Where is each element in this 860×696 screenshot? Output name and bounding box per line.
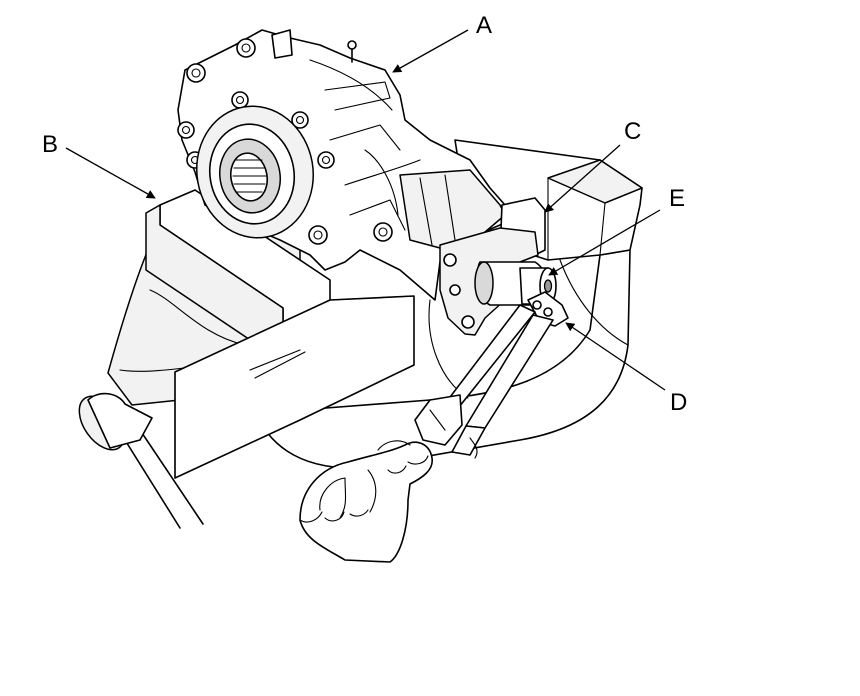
technician-hand (299, 440, 433, 563)
callout-a-label: A (476, 12, 492, 39)
transfer-assembly (177, 29, 521, 301)
callout-a: A (392, 12, 492, 73)
callout-b-label: B (42, 131, 58, 158)
slide-hammer-bar (451, 291, 569, 459)
callout-c: C (544, 118, 641, 213)
callout-e-label: E (669, 185, 685, 212)
callout-c-label: C (624, 118, 641, 145)
callout-d: D (565, 322, 687, 416)
callout-d-label: D (670, 389, 687, 416)
callout-b: B (42, 131, 156, 199)
screwdriver (414, 304, 536, 446)
callout-e: E (548, 185, 685, 276)
